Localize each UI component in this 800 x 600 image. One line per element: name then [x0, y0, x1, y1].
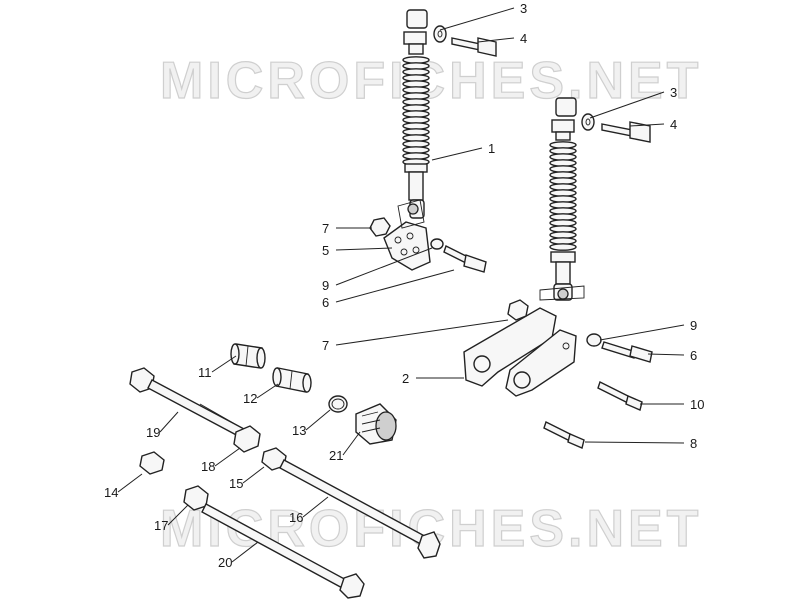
nut-14 — [139, 451, 165, 475]
bushing-11 — [230, 343, 266, 369]
watermark-top: MICROFICHES.NET — [160, 52, 702, 110]
leader-line — [335, 269, 455, 303]
callout-label: 14 — [104, 485, 118, 500]
long-bolt-20 — [201, 503, 365, 599]
callout-label: 5 — [322, 243, 329, 258]
leader-line — [629, 123, 665, 127]
leader-line — [584, 441, 685, 444]
washer-3-right — [581, 113, 595, 131]
washer-9-left — [430, 238, 444, 250]
leader-line — [231, 541, 259, 563]
bracket-2 — [463, 285, 585, 397]
bolt-8 — [543, 421, 585, 449]
callout-label: 2 — [402, 371, 409, 386]
callout-label: 19 — [146, 425, 160, 440]
shock-absorber-right — [549, 97, 577, 301]
callout-label: 11 — [198, 365, 212, 380]
leader-line — [305, 409, 331, 431]
leader-line — [335, 247, 433, 286]
callout-label: 10 — [690, 397, 704, 412]
nut-7-left — [369, 217, 391, 237]
long-bolt-19 — [129, 367, 247, 439]
callout-label: 20 — [218, 555, 232, 570]
callout-label: 12 — [243, 391, 257, 406]
leader-line — [431, 147, 483, 161]
callout-label: 13 — [292, 423, 306, 438]
leader-line — [242, 466, 265, 484]
callout-label: 15 — [229, 476, 243, 491]
shock-absorber-left — [402, 9, 430, 219]
callout-label: 4 — [670, 117, 677, 132]
callout-label: 7 — [322, 338, 329, 353]
leader-line — [335, 247, 393, 251]
callout-label: 6 — [322, 295, 329, 310]
leader-line — [335, 319, 509, 346]
leader-line — [211, 355, 237, 373]
callout-label: 18 — [201, 459, 215, 474]
leader-line — [256, 383, 279, 399]
long-bolt-16 — [279, 459, 441, 559]
mount-plate-5 — [383, 199, 431, 271]
leader-line — [167, 504, 189, 526]
callout-label: 6 — [690, 348, 697, 363]
leader-line — [599, 324, 685, 341]
nut-7-right — [507, 299, 529, 321]
bolt-4-right — [601, 121, 651, 143]
callout-label: 16 — [289, 510, 303, 525]
bolt-6-left — [443, 245, 487, 273]
callout-label: 4 — [520, 31, 527, 46]
callout-label: 17 — [154, 518, 168, 533]
leader-line — [477, 37, 515, 43]
nut-18 — [233, 425, 261, 453]
washer-3-top — [433, 25, 447, 43]
leader-line — [589, 91, 665, 119]
leader-line — [342, 431, 361, 456]
threaded-bushing-21 — [355, 403, 397, 445]
leader-line — [439, 7, 515, 31]
leader-line — [117, 473, 143, 493]
washer-9-right — [586, 333, 602, 347]
leader-line — [302, 496, 329, 518]
callout-label: 3 — [520, 1, 527, 16]
leader-line — [647, 353, 685, 356]
callout-label: 8 — [690, 436, 697, 451]
callout-label: 9 — [690, 318, 697, 333]
bolt-10 — [597, 381, 643, 411]
callout-label: 9 — [322, 278, 329, 293]
bushing-12 — [272, 367, 312, 393]
leader-line — [159, 411, 179, 433]
callout-label: 3 — [670, 85, 677, 100]
ring-13 — [328, 395, 348, 413]
leader-line — [214, 447, 241, 467]
callout-label: 21 — [329, 448, 343, 463]
callout-label: 7 — [322, 221, 329, 236]
callout-label: 1 — [488, 141, 495, 156]
bolt-6-right — [601, 341, 653, 363]
